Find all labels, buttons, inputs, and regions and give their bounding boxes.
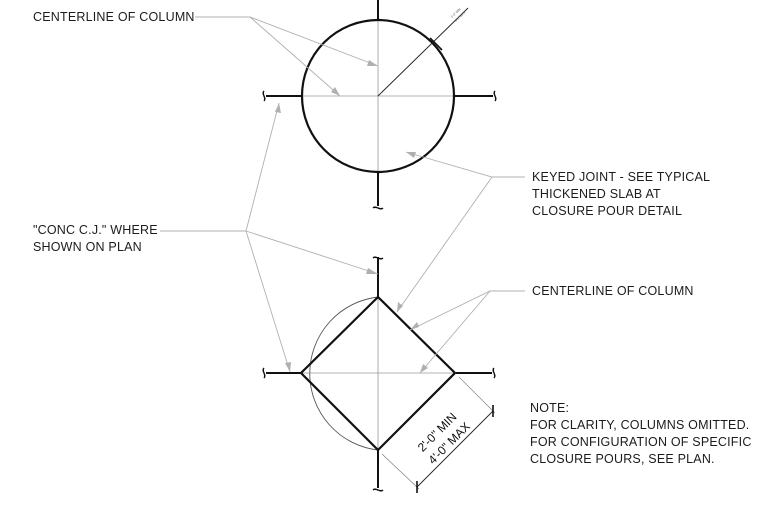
side-dimension-extension-1 <box>381 453 420 490</box>
label-note: NOTE: FOR CLARITY, COLUMNS OMITTED. FOR … <box>530 400 752 468</box>
radius-dimension-tick <box>429 37 443 51</box>
circular-closure-pour-edge <box>300 18 456 174</box>
break-mark-bottom-west <box>262 367 266 379</box>
radius-dimension-line <box>377 7 469 97</box>
arrowhead-7 <box>285 362 291 372</box>
leader-conc-cj-a <box>160 102 280 232</box>
break-mark-top-east <box>493 90 497 102</box>
leader-centerline-bottom-a <box>409 290 525 331</box>
side-dimension-line <box>416 410 494 488</box>
arrowhead-3 <box>406 152 416 158</box>
label-keyed-joint-line-2: THICKENED SLAB AT <box>532 187 661 201</box>
label-keyed-joint-line-3: CLOSURE POUR DETAIL <box>532 204 683 218</box>
break-mark-top-south <box>372 206 384 210</box>
leader-centerline-top-b <box>249 16 341 97</box>
leader-centerline-bottom-b <box>419 290 491 374</box>
leader-keyed-joint-b <box>396 176 493 313</box>
label-note-line-2: FOR CONFIGURATION OF SPECIFIC <box>530 435 752 449</box>
arrowhead-4 <box>397 302 403 312</box>
side-dimension-extension-2 <box>458 376 496 414</box>
leader-arrowheads <box>275 60 428 373</box>
label-centerline-of-column-top: CENTERLINE OF COLUMN <box>33 10 195 24</box>
bottom-detail: 2'-0" MIN 4'-0" MAX <box>262 256 496 493</box>
leader-conc-cj-c <box>245 230 291 373</box>
label-conc-cj: "CONC C.J." WHERE SHOWN ON PLAN <box>33 222 158 256</box>
label-centerline-of-column-bottom: CENTERLINE OF COLUMN <box>532 284 694 298</box>
label-keyed-joint-line-1: KEYED JOINT - SEE TYPICAL <box>532 170 711 184</box>
label-note-heading: NOTE: <box>530 401 570 415</box>
leader-lines <box>160 16 525 374</box>
label-note-line-3: CLOSURE POURS, SEE PLAN. <box>530 452 715 466</box>
arrowhead-2 <box>331 87 340 96</box>
break-mark-top-west <box>262 90 266 102</box>
arrowhead-1 <box>367 60 378 66</box>
label-note-line-1: FOR CLARITY, COLUMNS OMITTED. <box>530 418 750 432</box>
leader-conc-cj-b <box>245 230 379 275</box>
top-detail: 2'-0" MIN 4'-0" MAX <box>262 0 497 210</box>
arrowhead-5 <box>275 103 281 113</box>
label-keyed-joint: KEYED JOINT - SEE TYPICAL THICKENED SLAB… <box>532 169 710 220</box>
label-conc-cj-line-1: "CONC C.J." WHERE <box>33 223 158 237</box>
diamond-closure-pour-edge <box>299 295 457 452</box>
label-conc-cj-line-2: SHOWN ON PLAN <box>33 240 142 254</box>
alternate-circular-edge-arc <box>309 296 379 451</box>
radius-dimension-text: 2'-0" MIN <box>450 7 462 18</box>
arrowhead-9 <box>420 364 428 373</box>
break-mark-bottom-south <box>372 488 384 492</box>
break-mark-bottom-east <box>492 367 496 379</box>
arrowhead-8 <box>410 322 419 330</box>
arrowhead-6 <box>366 268 378 274</box>
break-mark-bottom-north <box>372 256 384 260</box>
